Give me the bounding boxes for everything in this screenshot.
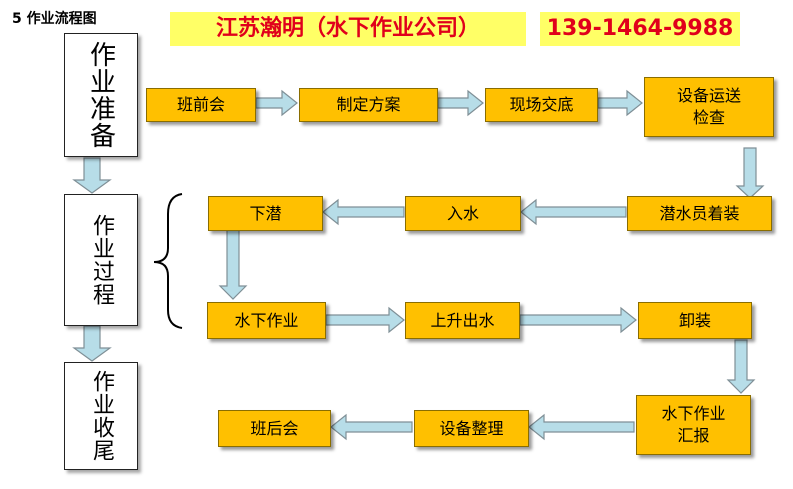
stage-prepare-label: 作业准备 [85,41,116,149]
stage-finish: 作业收尾 [64,362,138,470]
arrow-dressing-to-enter [520,198,627,226]
arrow-undress-to-report [726,339,756,394]
arrow-ascend-to-undress [519,306,637,334]
step-undress: 卸装 [638,302,752,339]
arrow-report-to-sort [528,413,635,441]
step-site-handover: 现场交底 [485,88,598,122]
stage-prepare: 作业准备 [64,33,138,157]
step-dive: 下潜 [208,196,323,231]
process-brace [153,193,183,329]
arrow-briefing-to-planning [255,89,298,117]
arrow-handover-to-check [597,89,643,117]
step-briefing: 班前会 [146,88,256,122]
arrow-process-to-finish [72,325,112,362]
step-ascend: 上升出水 [405,302,520,339]
arrow-planning-to-handover [437,89,484,117]
arrow-work-to-ascend [325,306,405,334]
step-equipment-check: 设备运送 检查 [644,77,774,137]
arrow-dive-to-work [218,228,248,300]
stage-finish-label: 作业收尾 [89,370,114,462]
company-banner: 江苏瀚明（水下作业公司） [170,12,526,46]
arrow-prepare-to-process [72,157,112,194]
arrow-enter-to-dive [322,198,405,226]
step-enter-water: 入水 [405,196,521,231]
stage-process-label: 作业过程 [89,214,114,306]
step-diver-dressing: 潜水员着装 [627,196,772,231]
diagram-title: 5 作业流程图 [12,11,97,27]
phone-banner: 139-1464-9988 [540,12,740,46]
step-debriefing: 班后会 [218,410,331,447]
step-planning: 制定方案 [299,88,438,122]
step-underwater-work: 水下作业 [207,302,326,339]
stage-process: 作业过程 [64,194,138,326]
arrow-sort-to-debrief [330,413,413,441]
arrow-check-to-dressing [735,147,765,199]
step-equipment-sort: 设备整理 [414,410,529,447]
step-work-report: 水下作业 汇报 [636,395,751,455]
